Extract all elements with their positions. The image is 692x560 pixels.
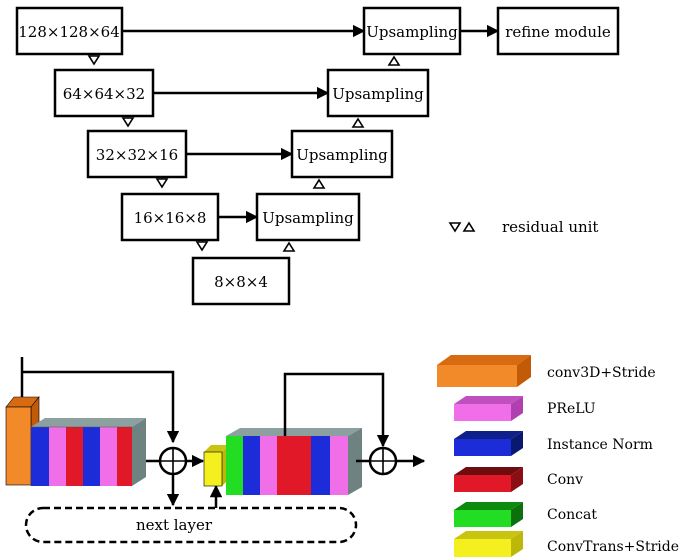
- encoder-label-1: 128×128×64: [18, 23, 119, 41]
- upsampling-label-2: Upsampling: [332, 85, 424, 103]
- legend-label-conv: Conv: [547, 472, 583, 488]
- legend-swatch-convtrans: [454, 539, 511, 557]
- encoder-label-2: 64×64×32: [63, 85, 145, 103]
- legend-swatch-conv3d: [437, 365, 517, 387]
- legend-swatch-conv: [454, 475, 511, 492]
- upsampling-box-2: [326, 68, 430, 118]
- legend-label-prelu: PReLU: [547, 401, 596, 417]
- bottleneck-box: [191, 256, 291, 306]
- orange-slab: [5, 406, 32, 486]
- legend-swatch-prelu: [454, 404, 511, 421]
- upsampling-box-3: [290, 129, 394, 179]
- upsampling-box-4: [255, 192, 361, 242]
- residual-bypass-1: [22, 370, 180, 444]
- residual-bypass-2: [283, 372, 390, 448]
- up-triangle-icon: [462, 221, 476, 232]
- legend-label-conv3d: conv3D+Stride: [547, 365, 656, 381]
- layer-legend: conv3D+Stride PReLU Instance Norm Conv C…: [437, 355, 679, 557]
- up-triangle-icon: [312, 178, 326, 189]
- down-triangle-icon: [448, 222, 462, 233]
- legend-label-concat: Concat: [547, 507, 597, 523]
- up-triangle-icon: [282, 241, 296, 252]
- encoder-box-1: [15, 6, 124, 56]
- legend-label-convtrans: ConvTrans+Stride: [547, 539, 679, 555]
- upsampling-label-4: Upsampling: [262, 209, 354, 227]
- encoder-box-3: [86, 129, 188, 179]
- upsampling-box-1: [362, 6, 462, 56]
- upsampling-label-3: Upsampling: [296, 146, 388, 164]
- residual-block-2: [203, 428, 362, 495]
- encoder-label-4: 16×16×8: [134, 209, 207, 227]
- residual-block-1: [5, 396, 146, 486]
- legend-swatch-instance-norm: [454, 439, 511, 456]
- refine-module-label: refine module: [505, 23, 611, 41]
- down-triangle-icon: [195, 241, 209, 252]
- encoder-label-3: 32×32×16: [96, 146, 178, 164]
- down-triangle-icon: [121, 117, 135, 128]
- next-layer-box: [24, 506, 358, 544]
- residual-unit-label: residual unit: [502, 218, 598, 236]
- up-triangle-icon: [387, 55, 401, 66]
- legend-swatch-concat: [454, 510, 511, 527]
- down-triangle-icon: [155, 178, 169, 189]
- bottleneck-label: 8×8×4: [214, 273, 268, 291]
- upsampling-label-1: Upsampling: [366, 23, 458, 41]
- encoder-box-4: [120, 192, 220, 242]
- encoder-box-2: [53, 68, 155, 118]
- refine-module-box: [496, 6, 620, 56]
- yellow-slab: [203, 451, 223, 487]
- next-layer-label: next layer: [136, 516, 213, 534]
- legend-label-instance-norm: Instance Norm: [547, 437, 653, 453]
- down-triangle-icon: [87, 55, 101, 66]
- up-triangle-icon: [351, 117, 365, 128]
